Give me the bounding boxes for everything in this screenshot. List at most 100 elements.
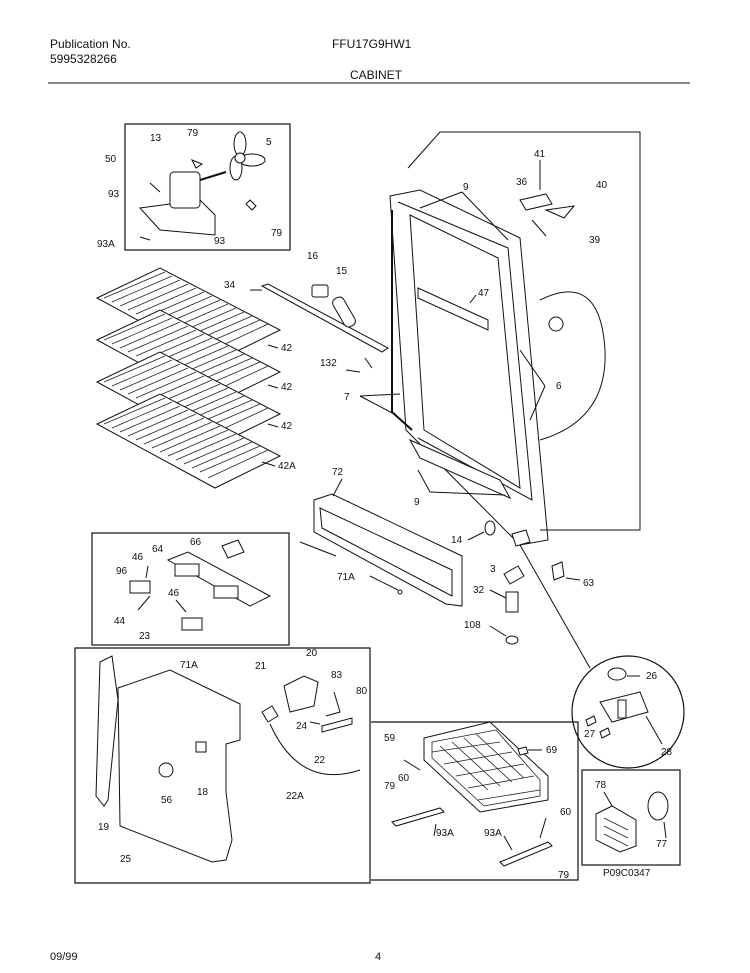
drain-pan-cap [647,791,669,821]
callout-28: 28 [661,747,673,758]
basket-slide [391,807,445,827]
callout-93A: 93A [484,828,502,839]
callout-60: 60 [560,807,572,818]
callout-19: 19 [98,822,110,833]
callout-9: 9 [414,497,420,508]
callout-46: 46 [132,552,144,563]
callout-69: 69 [546,745,558,756]
callout-25: 25 [120,854,132,865]
footer-date: 09/99 [50,951,78,963]
callout-56: 56 [161,795,173,806]
side-rail [95,655,119,807]
callout-42: 42 [281,343,293,354]
control-box [91,532,290,646]
fan-motor [169,171,201,209]
publication-label: Publication No. [50,37,131,51]
callout-96: 96 [116,566,128,577]
callout-27: 27 [584,729,596,740]
callout-93A: 93A [436,828,454,839]
callout-63: 63 [583,578,595,589]
thermostat-cover [544,205,576,219]
light-bulb [332,296,356,328]
callout-78: 78 [595,780,607,791]
shelf-support [417,287,489,331]
publication-number: 5995328266 [50,52,117,66]
callout-16: 16 [307,251,319,262]
clip-part [190,159,204,169]
callout-46: 46 [168,588,180,599]
callout-39: 39 [589,235,601,246]
wire-shelves [95,267,282,489]
figure-code: P09C0347 [603,868,651,879]
callout-5: 5 [266,137,272,148]
callout-18: 18 [197,787,209,798]
footer-page: 4 [375,951,382,963]
thermostat-bracket [519,193,553,211]
callout-80: 80 [356,686,368,697]
callout-71A: 71A [180,660,198,671]
callout-93A: 93A [97,239,115,250]
callout-59: 59 [384,733,396,744]
callout-60: 60 [398,773,410,784]
callout-47: 47 [478,288,490,299]
callout-9: 9 [463,182,469,193]
defrost-heater [269,723,361,776]
heater-clip [321,717,353,733]
callout-26: 26 [646,671,658,682]
callout-15: 15 [336,266,348,277]
callout-42A: 42A [278,461,296,472]
callout-93: 93 [108,189,120,200]
basket-slide [499,841,553,867]
cabinet-front [389,189,549,546]
cabinet-outline [407,131,641,531]
drain-pan-inset [581,769,681,866]
hinge-cap [607,667,627,681]
switch-part [181,617,203,631]
control-knob [221,539,245,559]
compressor-housing [539,291,606,441]
defrost-thermostat [261,705,279,723]
leveling-cap [503,565,525,585]
door-gasket-left [391,210,413,431]
callout-108: 108 [464,620,481,631]
drain-plug [158,762,174,778]
leveling-leg [505,591,519,613]
hinge-hardware [467,520,591,669]
callout-21: 21 [255,661,267,672]
callout-83: 83 [331,670,343,681]
callout-132: 132 [320,358,337,369]
drain-pan-box [581,769,681,866]
basket-inset [371,721,579,881]
liner-back [409,214,521,489]
callout-40: 40 [596,180,608,191]
section-title: CABINET [350,68,403,82]
callout-22: 22 [314,755,326,766]
callout-6: 6 [556,381,562,392]
wire-shelf [95,393,282,489]
callout-13: 13 [150,133,162,144]
basket-box [371,721,579,881]
callout-42: 42 [281,382,293,393]
fan-shaft [199,171,227,181]
callout-77: 77 [656,839,668,850]
callout-50: 50 [105,154,117,165]
callout-14: 14 [451,535,463,546]
light-socket [311,284,329,298]
callout-7: 7 [344,392,350,403]
callout-34: 34 [224,280,236,291]
evaporator-cover [117,669,241,863]
fan-blade [229,131,266,181]
callout-79: 79 [558,870,570,881]
fan-motor-inset [124,123,291,251]
callout-32: 32 [473,585,485,596]
switch-part [129,580,151,594]
callout-22A: 22A [286,791,304,802]
kick-plate-group [299,478,463,607]
callout-23: 23 [139,631,151,642]
callout-66: 66 [190,537,202,548]
heater-bracket [325,691,341,717]
hinge-pin [617,699,627,719]
light-rail [260,283,389,353]
callout-20: 20 [306,648,318,659]
